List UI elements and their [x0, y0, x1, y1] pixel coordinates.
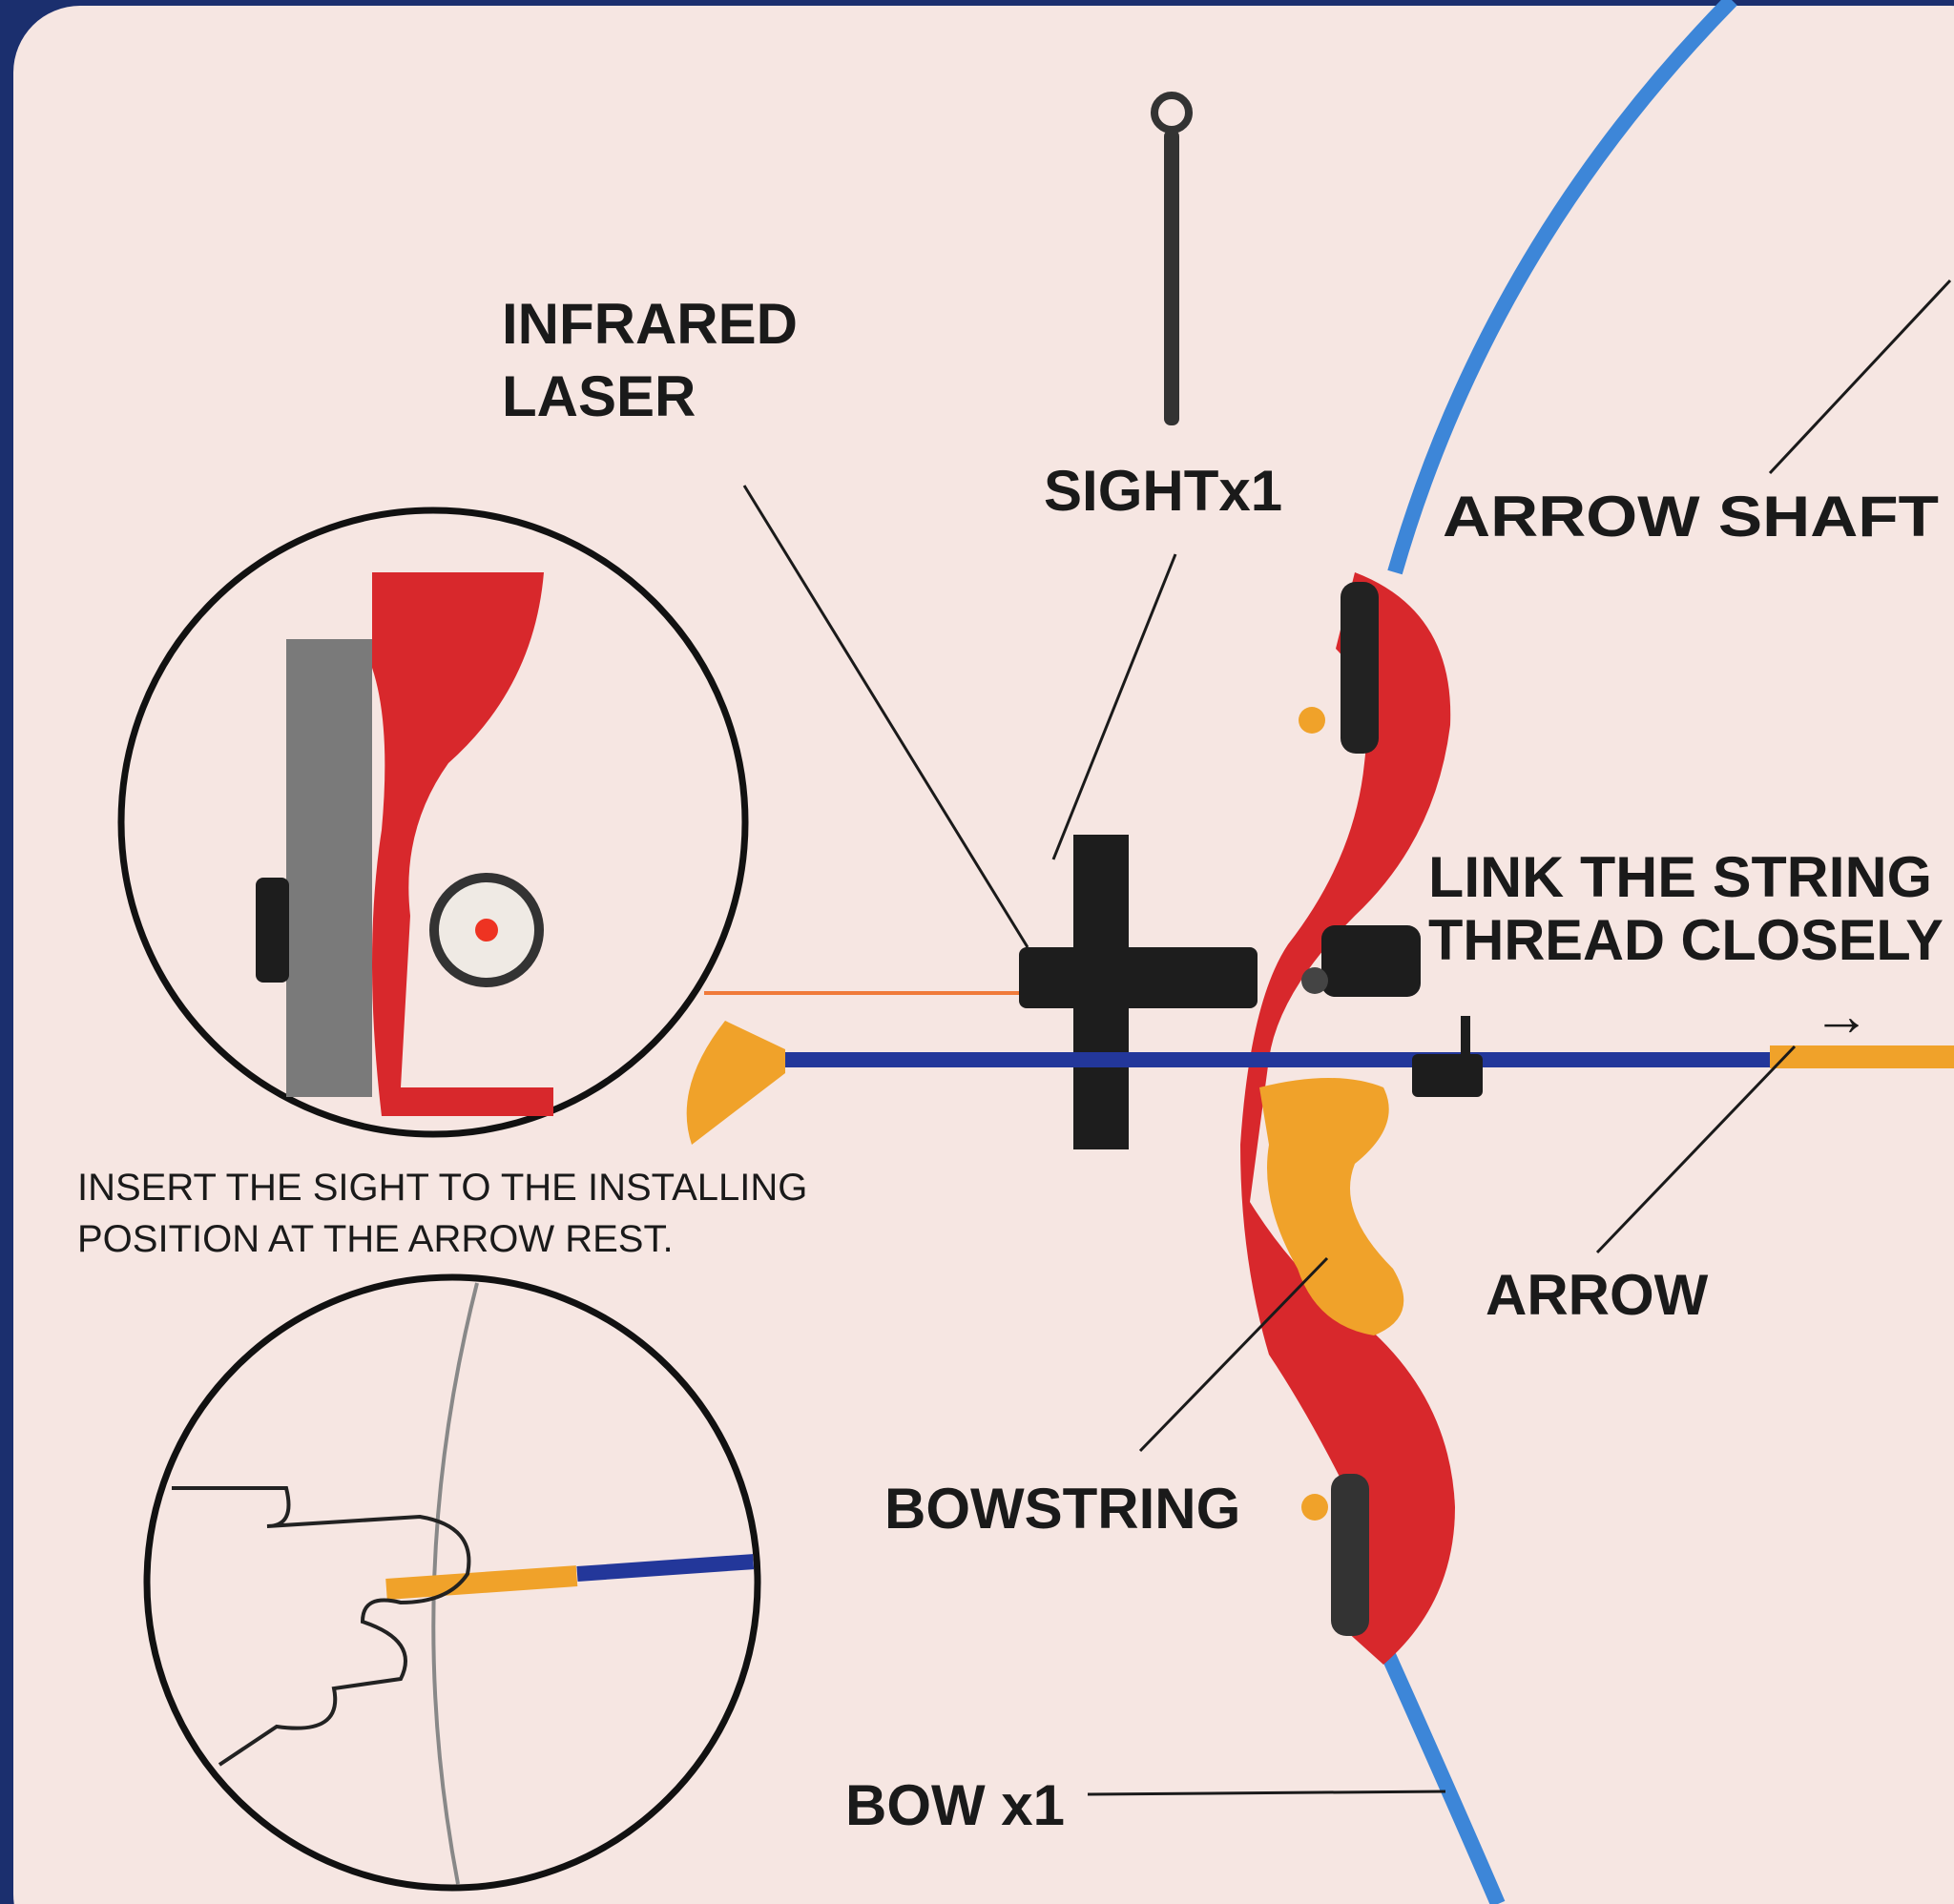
- lower-limb: [1381, 1651, 1506, 1904]
- leader-sight: [1051, 553, 1177, 860]
- leader-infrared: [742, 485, 1029, 948]
- detail-arrow-nock: [385, 1565, 578, 1600]
- limb-bolt: [1299, 707, 1325, 734]
- label-thread-closely: THREAD CLOSELY: [1428, 908, 1944, 972]
- hand-icon: [172, 1486, 471, 1767]
- bow-riser: [1240, 572, 1455, 1665]
- arrow-nock: [1770, 1045, 1954, 1068]
- detail-sight-body: [286, 639, 372, 1097]
- upper-limb: [1387, 0, 1737, 575]
- label-sight: SIGHTx1: [1044, 459, 1282, 523]
- instruction-line-1: INSERT THE SIGHT TO THE INSTALLING: [77, 1167, 807, 1209]
- label-arrow: ARROW: [1486, 1263, 1709, 1327]
- label-infrared: INFRARED: [502, 292, 798, 356]
- leader-bowstring: [1138, 1256, 1329, 1453]
- leader-arrow-shaft: [1768, 279, 1952, 475]
- upper-limb-pocket: [1341, 582, 1379, 754]
- limb-bolt: [1301, 1494, 1328, 1521]
- lower-limb-pocket: [1331, 1474, 1369, 1636]
- sight-laser-body: [1019, 947, 1258, 1008]
- arrow-shaft: [785, 1052, 1773, 1067]
- label-laser: LASER: [502, 364, 696, 428]
- detail-knob: [256, 878, 289, 983]
- leader-bow: [1087, 1790, 1446, 1796]
- detail-arrow-shaft: [576, 1554, 755, 1582]
- sight-pin: [1164, 130, 1179, 425]
- sight-bolt: [1301, 967, 1328, 994]
- leader-arrow: [1595, 1045, 1797, 1254]
- sight-mount: [1321, 925, 1421, 997]
- right-arrow-icon: →: [1813, 983, 1870, 1047]
- instruction-line-2: POSITION AT THE ARROW REST.: [77, 1218, 674, 1260]
- label-bowstring: BOWSTRING: [884, 1477, 1240, 1541]
- bow-grip: [1259, 1078, 1404, 1335]
- arrow-suction-cup: [686, 1021, 785, 1145]
- detail-laser-dot: [475, 919, 498, 942]
- detail-riser: [372, 572, 553, 1116]
- label-bow: BOW x1: [845, 1773, 1065, 1837]
- arrow-rest: [1412, 1054, 1483, 1097]
- label-link-string: LINK THE STRING: [1428, 845, 1932, 909]
- arrow-rest-post: [1461, 1016, 1470, 1073]
- label-arrow-shaft: ARROW SHAFT: [1443, 485, 1939, 548]
